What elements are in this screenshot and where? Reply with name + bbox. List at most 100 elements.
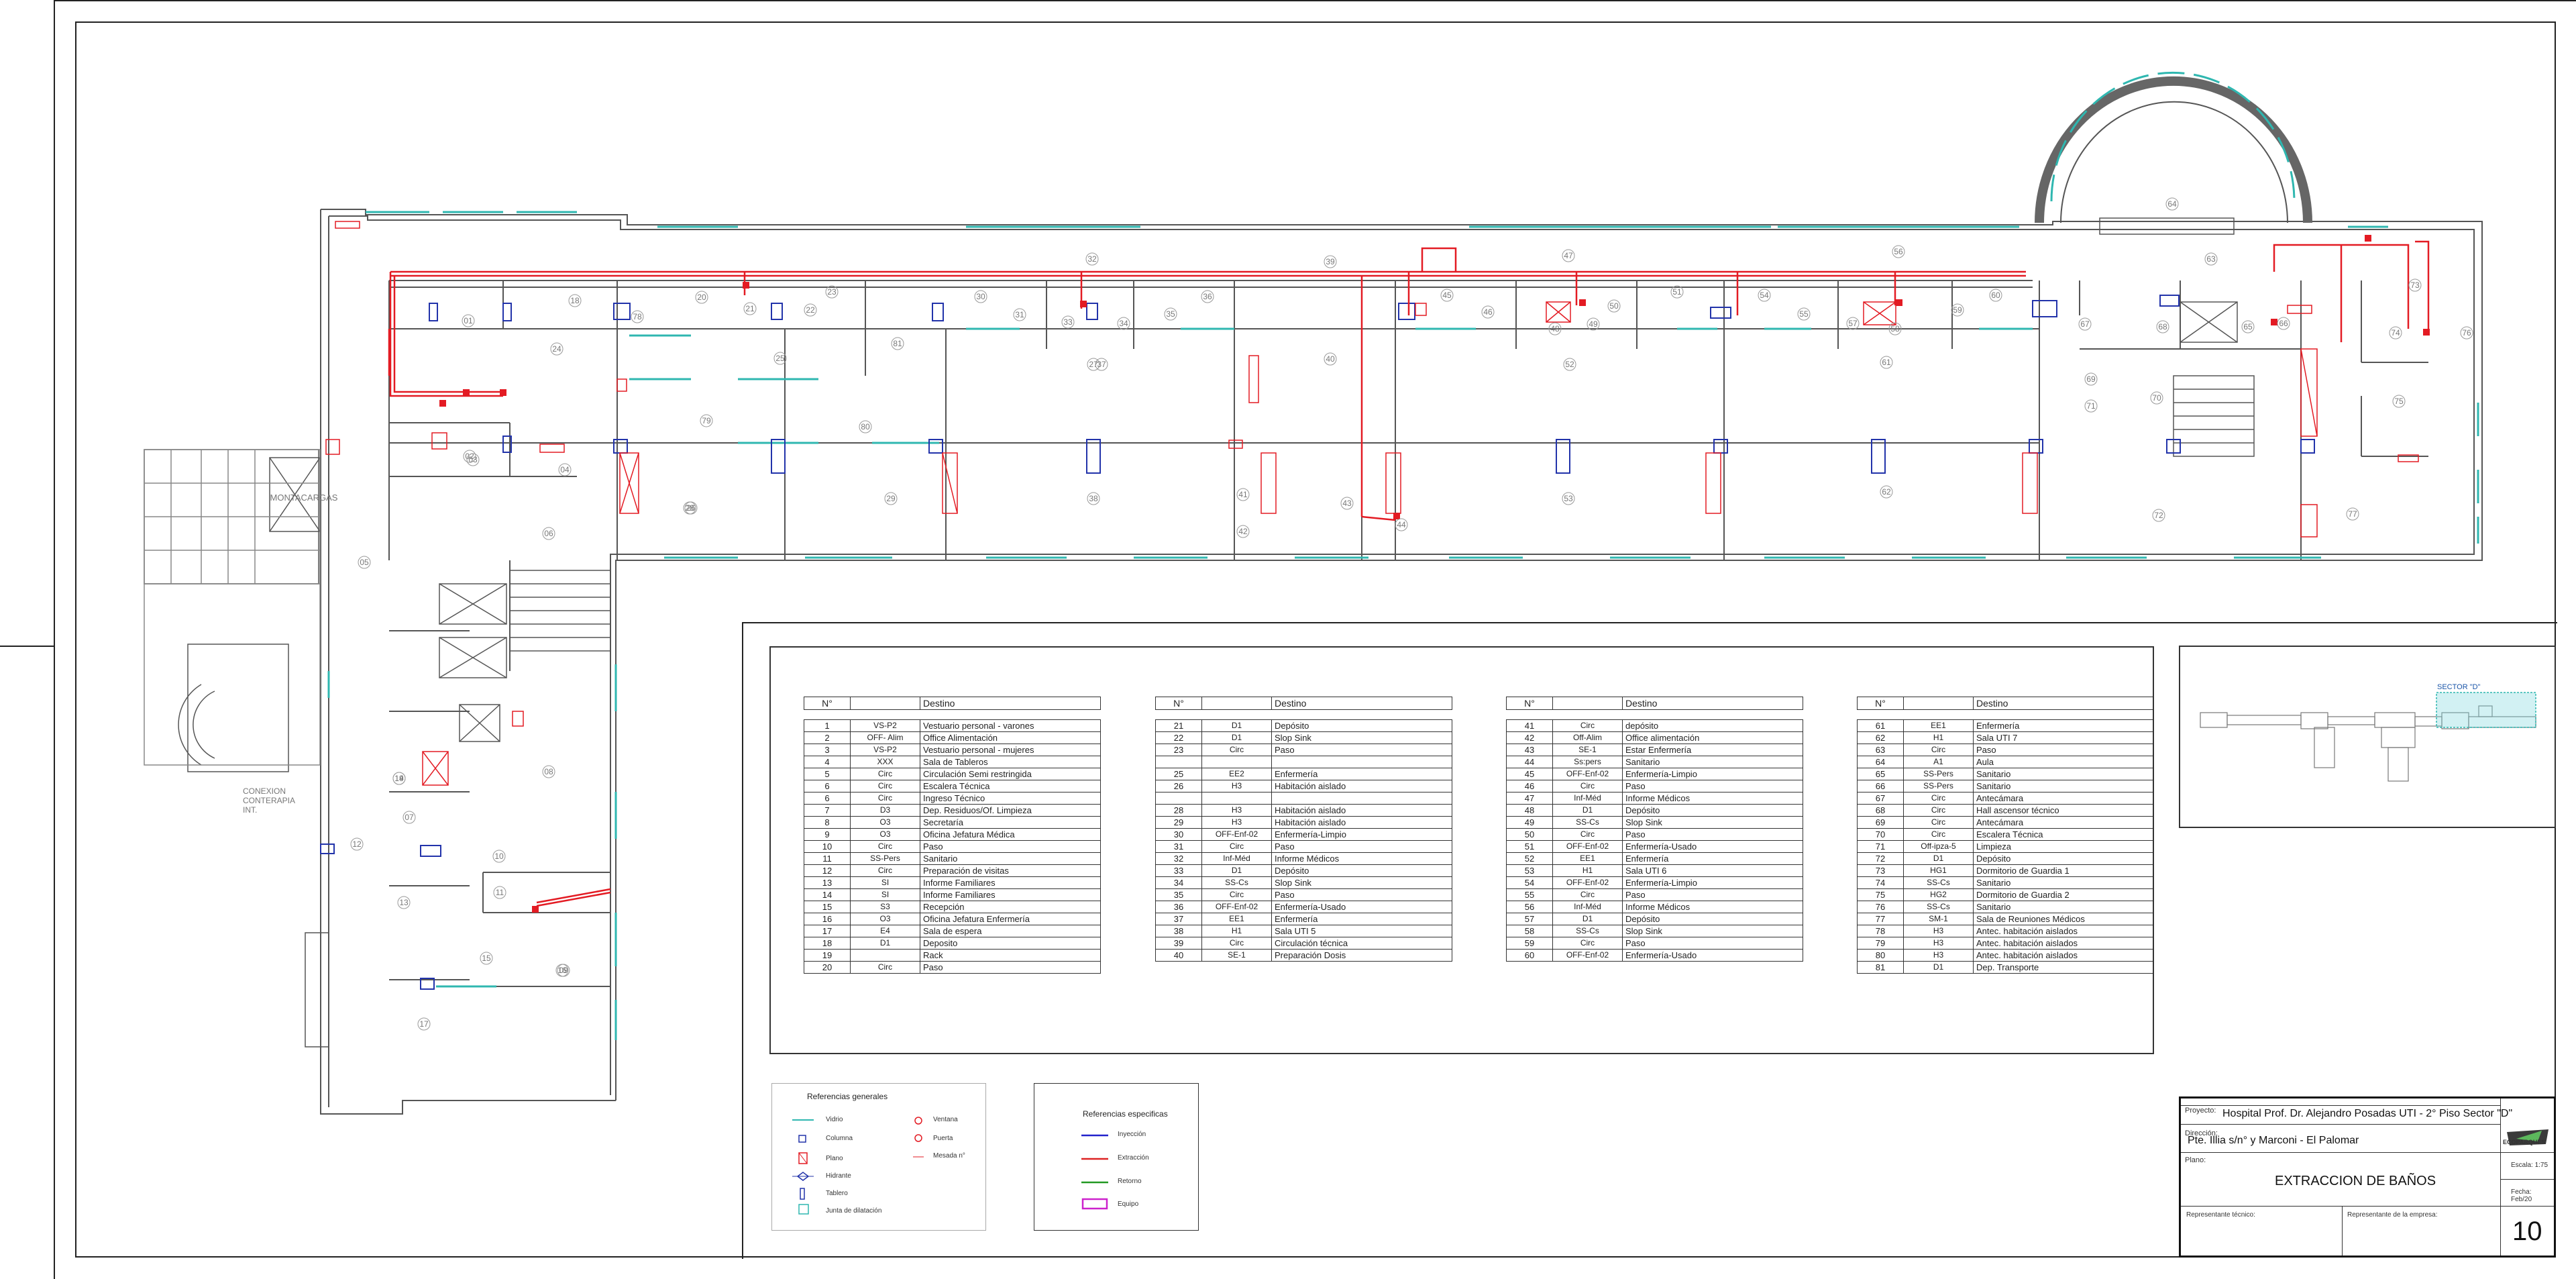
table-cell: 52 <box>1506 852 1553 865</box>
table-header-row: N°Destino <box>1506 697 1803 710</box>
room-number: 19 <box>394 774 404 783</box>
table-cell <box>1155 792 1202 805</box>
table-cell: OFF-Enf-02 <box>1201 901 1272 913</box>
table-cell: Paso <box>1271 744 1452 756</box>
table-cell: 49 <box>1506 816 1553 829</box>
room-number: 18 <box>570 296 580 305</box>
table-cell: 71 <box>1857 840 1904 853</box>
table-cell: Sanitario <box>1973 901 2154 913</box>
room-number: 59 <box>1953 305 1962 315</box>
table-cell: 23 <box>1155 744 1202 756</box>
legend-specific-symbols <box>1081 1134 1108 1210</box>
table-cell: Informe Médicos <box>1622 901 1803 913</box>
table-cell: Circ <box>1552 828 1623 841</box>
table-cell: 53 <box>1506 864 1553 877</box>
room-number: 37 <box>1097 360 1106 369</box>
table-cell <box>1271 792 1452 805</box>
legend-return: Retorno <box>1118 1178 1142 1185</box>
table-cell: Sanitario <box>1973 780 2154 792</box>
room-bubble <box>1562 492 1575 505</box>
table-cell: Circ <box>850 780 920 792</box>
table-cell: SS-Cs <box>1552 925 1623 937</box>
table-cell: 19 <box>804 949 851 962</box>
table-cell: Enfermería <box>1973 719 2154 732</box>
table-cell: D1 <box>1201 731 1272 744</box>
room-bubble <box>397 896 411 909</box>
table-cell: Antec. habitación aislados <box>1973 937 2154 950</box>
table-cell: O3 <box>850 913 920 925</box>
room-number: 31 <box>1015 310 1024 319</box>
room-bubble <box>1880 485 1893 499</box>
room-bubble <box>480 952 493 965</box>
room-number: 71 <box>2086 401 2096 411</box>
room-number: 49 <box>1589 319 1598 329</box>
room-number: 77 <box>2348 509 2357 519</box>
room-number: 44 <box>1397 520 1406 529</box>
room-number: 55 <box>1799 309 1809 319</box>
table-cell: 12 <box>804 864 851 877</box>
room-number: 36 <box>1203 292 1212 301</box>
room-number: 30 <box>976 292 985 301</box>
table-row <box>1155 792 1452 805</box>
extraction-ducts <box>388 240 2430 907</box>
room-bubble <box>358 556 371 569</box>
table-cell: Circ <box>850 961 920 974</box>
table-cell: Sala de Reuniones Médicos <box>1973 913 2154 925</box>
table-header-dest: Destino <box>1271 697 1452 710</box>
room-bubble <box>631 310 644 323</box>
table-cell: Preparación Dosis <box>1271 949 1452 962</box>
table-cell: E4 <box>850 925 920 937</box>
table-cell: Enfermería <box>1271 768 1452 780</box>
table-cell: Ingreso Técnico <box>920 792 1101 805</box>
table-cell: 56 <box>1506 901 1553 913</box>
table-cell: Enfermería-Limpio <box>1622 876 1803 889</box>
table-cell: Paso <box>1271 840 1452 853</box>
table-cell: D1 <box>1201 864 1272 877</box>
room-number: 35 <box>1166 309 1175 319</box>
room-number: 43 <box>1342 499 1352 508</box>
room-number: 26 <box>686 503 696 513</box>
table-cell: D1 <box>1552 804 1623 817</box>
table-cell: Circ <box>1903 804 1974 817</box>
table-cell: 42 <box>1506 731 1553 744</box>
table-cell: EE1 <box>1903 719 1974 732</box>
room-number: 40 <box>1326 354 1335 364</box>
room-number: 64 <box>2167 199 2177 209</box>
table-header-code <box>1201 697 1272 710</box>
room-number: 34 <box>1119 319 1128 328</box>
table-cell: Circ <box>1201 744 1272 756</box>
table-cell: Informe Familiares <box>920 888 1101 901</box>
room-bubble <box>2241 320 2255 334</box>
columns <box>320 295 2315 990</box>
table-cell: 3 <box>804 744 851 756</box>
room-bubble <box>1087 492 1100 505</box>
table-cell: H1 <box>1201 925 1272 937</box>
table-cell: Sala UTI 7 <box>1973 731 2154 744</box>
room-number: 70 <box>2152 393 2161 403</box>
table-cell: Sanitario <box>1622 756 1803 768</box>
room-number: 07 <box>405 813 414 822</box>
room-number: 21 <box>745 304 755 313</box>
